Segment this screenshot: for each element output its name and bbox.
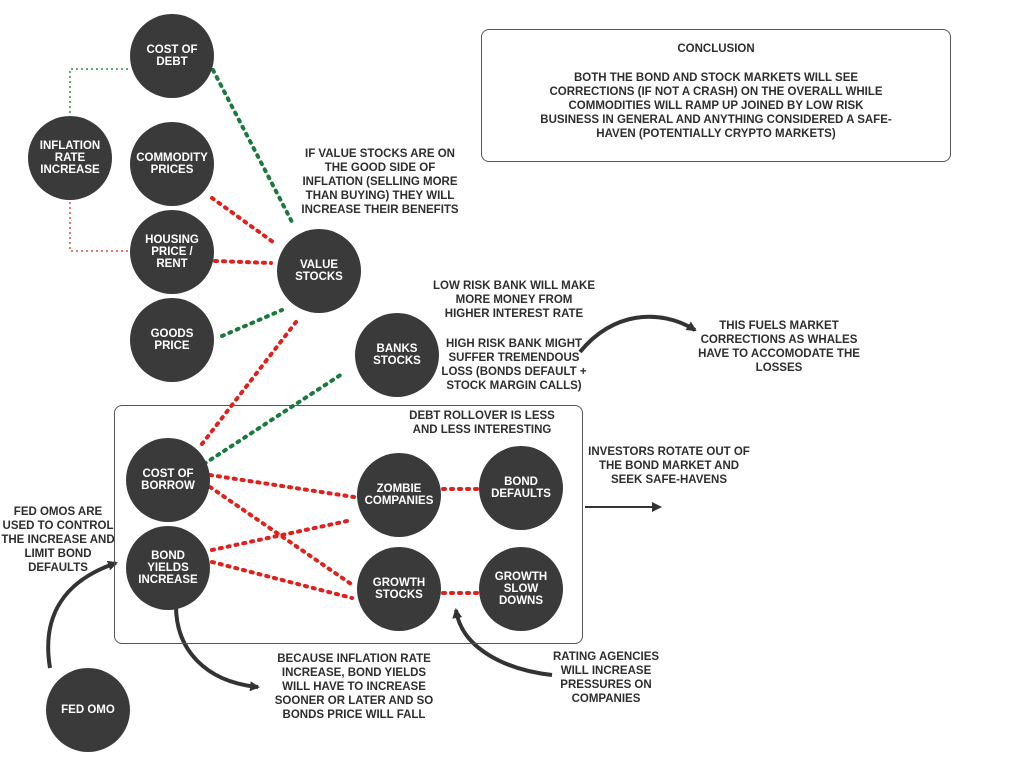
link-cost-of-debt-value: [211, 68, 294, 224]
debt-rollover-note: DEBT ROLLOVER IS LESS AND LESS INTERESTI…: [409, 410, 555, 436]
node-cost-of-debt: COST OF DEBT: [130, 14, 214, 98]
high-risk-bank-note: HIGH RISK BANK MIGHT SUFFER TREMENDOUS L…: [441, 338, 587, 392]
node-housing-price-rent: HOUSING PRICE / RENT: [130, 210, 214, 294]
link-goods-value: [220, 308, 284, 338]
link-inflation-cost-of-debt: [69, 68, 128, 118]
value-stocks-note: IF VALUE STOCKS ARE ON THE GOOD SIDE OF …: [301, 148, 459, 216]
node-fed-omo: FED OMO: [46, 668, 130, 752]
link-inflation-housing: [69, 202, 128, 252]
conclusion-body: BOTH THE BOND AND STOCK MARKETS WILL SEE…: [540, 72, 892, 140]
node-banks-stocks: BANKS STOCKS: [355, 313, 439, 397]
arrow-rating-agencies: [452, 608, 553, 677]
arrow-bond-price-fall: [174, 605, 260, 692]
market-corrections-note: THIS FUELS MARKET CORRECTIONS AS WHALES …: [698, 320, 860, 374]
node-inflation-rate-increase: INFLATION RATE INCREASE: [28, 116, 112, 200]
node-commodity-prices: COMMODITY PRICES: [130, 122, 214, 206]
low-risk-bank-note: LOW RISK BANK WILL MAKE MORE MONEY FROM …: [432, 280, 596, 320]
fed-omos-note: FED OMOS ARE USED TO CONTROL THE INCREAS…: [1, 506, 115, 574]
link-borrow-banks: [202, 372, 344, 466]
node-goods-price: GOODS PRICE: [130, 298, 214, 382]
conclusion-title: CONCLUSION: [677, 43, 755, 55]
arrow-banks-to-corrections: [578, 314, 697, 354]
node-bond-yields-increase: BOND YIELDS INCREASE: [126, 526, 210, 610]
node-value-stocks: VALUE STOCKS: [277, 229, 361, 313]
bond-price-fall-note: BECAUSE INFLATION RATE INCREASE, BOND YI…: [274, 653, 434, 721]
link-housing-value: [213, 259, 273, 265]
node-growth-stocks: GROWTH STOCKS: [357, 547, 441, 631]
arrow-fed-omo: [46, 560, 118, 669]
link-commodity-value: [210, 196, 275, 244]
node-cost-of-borrow: COST OF BORROW: [126, 438, 210, 522]
link-value-borrow: [200, 320, 298, 446]
link-borrow-zombie: [208, 473, 356, 499]
node-bond-defaults: BOND DEFAULTS: [479, 446, 563, 530]
node-zombie-companies: ZOMBIE COMPANIES: [357, 453, 441, 537]
conclusion-box: [481, 29, 951, 162]
node-growth-slow-downs: GROWTH SLOW DOWNS: [479, 547, 563, 631]
rating-agencies-note: RATING AGENCIES WILL INCREASE PRESSURES …: [552, 651, 660, 705]
link-bond-zombie: [210, 518, 354, 552]
bond-market-box: [114, 405, 583, 644]
investors-rotate-note: INVESTORS ROTATE OUT OF THE BOND MARKET …: [588, 446, 750, 486]
link-bond-growth: [210, 560, 354, 600]
